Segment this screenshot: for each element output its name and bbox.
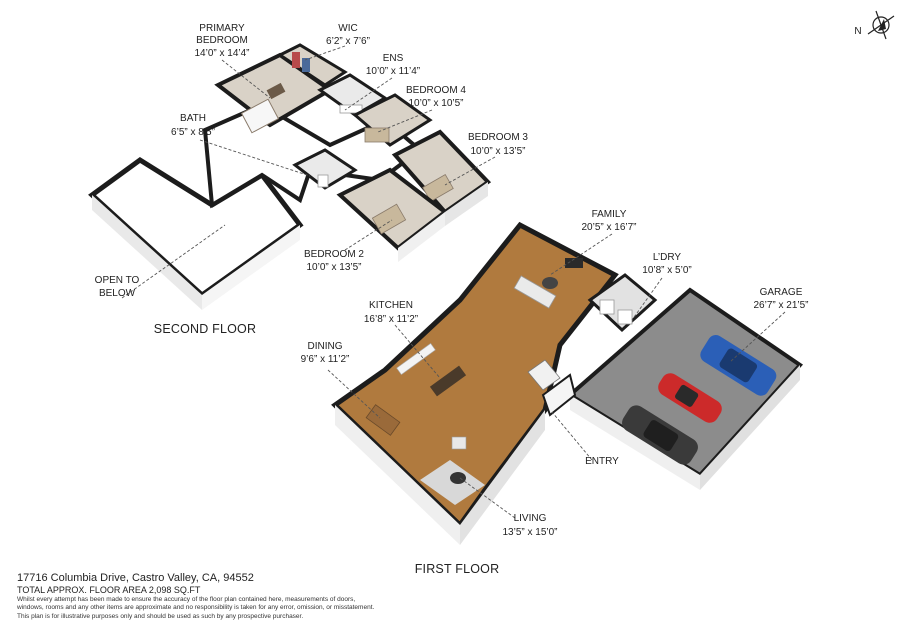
family-tv (565, 258, 583, 268)
bedroom3-wall (445, 182, 488, 226)
living-dim: 13’5” x 15’0” (502, 527, 557, 538)
family-label: FAMILY (592, 209, 627, 220)
bedroom4-label: BEDROOM 4 (406, 85, 466, 96)
kitchen-dim: 16’8” x 11’2” (364, 314, 418, 325)
dining-label: DINING (308, 341, 343, 352)
leader-kitchen (394, 324, 441, 379)
bath-dim: 6’5” x 8’5” (171, 127, 215, 138)
family-coffee-table (542, 277, 558, 289)
laundry-dryer (617, 309, 633, 325)
leader-bedroom3 (444, 156, 496, 186)
open-to-below-label-1: OPEN TO (95, 275, 140, 286)
primary-bedroom-dim: 14’0” x 14’4” (194, 48, 249, 59)
wic-clothes (292, 52, 300, 68)
disclaimer-line-3: This plan is for illustrative purposes o… (17, 612, 304, 620)
leader-dining (327, 369, 381, 419)
ens-label: ENS (383, 53, 404, 64)
leader-laundry (631, 277, 663, 321)
leader-bedroom2 (344, 219, 393, 251)
leader-entry (551, 411, 593, 461)
dark-sedan (622, 405, 698, 465)
laundry-washer (599, 299, 615, 315)
compass-icon (867, 10, 895, 40)
property-address: 17716 Columbia Drive, Castro Valley, CA,… (17, 571, 254, 584)
bedroom3-bed (422, 174, 454, 202)
leader-garage (729, 311, 786, 363)
bedroom2-wall (398, 212, 445, 262)
footer: 17716 Columbia Drive, Castro Valley, CA,… (17, 572, 374, 622)
living-rug (420, 460, 485, 505)
blue-suv (700, 335, 777, 396)
bedroom3-label: BEDROOM 3 (468, 132, 528, 143)
living-coffee-table (450, 472, 466, 484)
kitchen-counter (396, 343, 436, 375)
leader-family (549, 233, 613, 276)
wic-clothes-2 (302, 58, 310, 72)
first-floor-wall-front (335, 405, 460, 545)
ens-dim: 10’0” x 11’4” (366, 66, 420, 77)
entry-label: ENTRY (585, 456, 619, 467)
primary-bedroom-label-1: PRIMARY (199, 23, 245, 34)
bath-floor (292, 148, 358, 190)
compass-north-label: N (854, 26, 861, 37)
leader-ens (344, 77, 393, 111)
family-dim: 20’5” x 16’7” (581, 222, 636, 233)
ens-vanity (339, 104, 363, 114)
dining-table (365, 404, 401, 436)
bedroom2-dim: 10’0” x 13’5” (306, 262, 361, 273)
primary-nightstand (266, 82, 286, 100)
bedroom3-dim: 10’0” x 13’5” (470, 146, 525, 157)
staircase (527, 359, 561, 391)
family-sofa (513, 275, 557, 309)
primary-bedroom-label-2: BEDROOM (196, 35, 248, 46)
open-to-below-label-2: BELOW (99, 288, 136, 299)
first-floor-wall-side (460, 410, 545, 545)
bedroom4-bed (364, 127, 390, 143)
bath-toilet (317, 174, 329, 188)
disclaimer-line-1: Whilst every attempt has been made to en… (17, 595, 356, 603)
disclaimer-line-2: windows, rooms and any other items are a… (17, 604, 375, 611)
laundry-label: L’DRY (653, 252, 681, 263)
wic-dim: 6’2” x 7’6” (326, 36, 370, 47)
open-to-below-wall-2 (202, 225, 300, 310)
leader-lines (121, 45, 786, 519)
first-floor-model (331, 221, 804, 545)
leader-primary-bedroom (221, 59, 271, 99)
leader-bath (199, 139, 311, 177)
bedroom4-dim: 10’0” x 10’5” (408, 98, 463, 109)
garage-wall-front (570, 395, 700, 490)
kitchen-island (429, 365, 467, 397)
room-labels: PRIMARY BEDROOM 14’0” x 14’4” WIC 6’2” x… (95, 23, 809, 538)
second-floor-model (88, 43, 492, 310)
living-armchair (451, 436, 467, 450)
laundry-floor (587, 273, 658, 333)
wic-label: WIC (338, 23, 357, 34)
bedroom2-label: BEDROOM 2 (304, 249, 364, 260)
garage-wall-side (700, 365, 800, 490)
total-floor-area: TOTAL APPROX. FLOOR AREA 2,098 SQ.FT (17, 584, 201, 595)
entry-floor (541, 373, 577, 417)
bedroom2-bed (371, 203, 407, 235)
leader-living (459, 477, 516, 519)
garage-dim: 26’7” x 21’5” (753, 300, 808, 311)
leader-wic (304, 45, 346, 61)
garage-label: GARAGE (760, 287, 803, 298)
first-floor-title: FIRST FLOOR (415, 562, 500, 576)
leader-open-to-below (121, 224, 226, 299)
laundry-dim: 10’8” x 5’0” (642, 265, 691, 276)
bath-label: BATH (180, 113, 206, 124)
primary-bed (240, 98, 280, 134)
red-convertible (658, 373, 722, 423)
dining-dim: 9’6” x 11’2” (301, 354, 350, 365)
open-to-below-wall (92, 195, 202, 310)
living-label: LIVING (514, 513, 547, 524)
second-floor-title: SECOND FLOOR (154, 322, 256, 336)
kitchen-label: KITCHEN (369, 300, 413, 311)
